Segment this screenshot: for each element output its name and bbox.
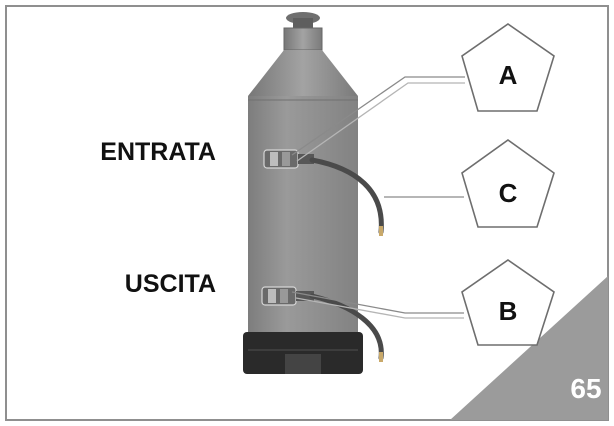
inlet-connector — [263, 149, 314, 169]
callout-c: C — [461, 139, 555, 228]
leader-b-inner — [295, 297, 464, 319]
callout-a-letter: A — [499, 60, 518, 90]
leader-a — [291, 76, 465, 156]
outlet-connector — [261, 286, 314, 306]
leader-b — [291, 291, 464, 314]
drain-hose-upper — [309, 157, 384, 235]
callout-a-pentagon — [461, 23, 555, 112]
unit-shoulder — [248, 50, 358, 96]
callout-b-letter: B — [499, 296, 518, 326]
callout-b: B — [461, 259, 555, 346]
softener-unit — [243, 12, 384, 374]
callout-b-pentagon — [461, 259, 555, 346]
drain-hose-lower — [309, 293, 384, 361]
callout-c-pentagon — [461, 139, 555, 228]
leader-a-inner — [296, 82, 465, 162]
callout-a: A — [461, 23, 555, 112]
unit-base — [243, 332, 363, 374]
page-number: 65 — [570, 373, 601, 404]
base-notch — [285, 354, 321, 374]
inlet-label: ENTRATA — [100, 138, 216, 166]
callout-c-letter: C — [499, 178, 518, 208]
page-corner — [450, 276, 608, 420]
outlet-label: USCITA — [125, 270, 216, 298]
top-knob-stem — [293, 18, 313, 28]
top-valve — [283, 27, 323, 51]
leader-lines — [291, 76, 465, 319]
